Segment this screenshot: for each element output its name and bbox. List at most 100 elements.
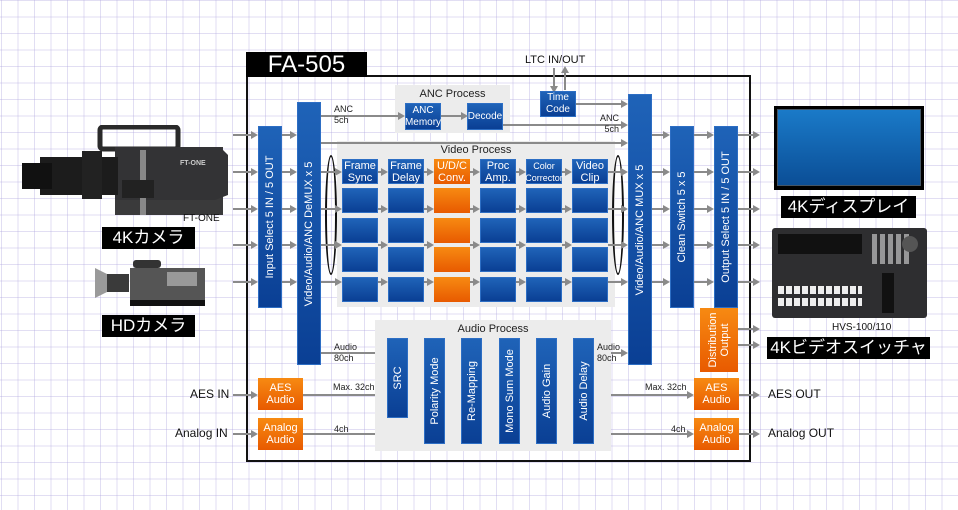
video-chain-line bbox=[424, 171, 428, 173]
anc-out-line bbox=[503, 124, 623, 126]
demux-to-video-line-arrow bbox=[335, 168, 342, 176]
input-line-arrow bbox=[251, 205, 258, 213]
mux-to-switch-line bbox=[652, 281, 664, 283]
hd-camera-icon bbox=[95, 260, 205, 308]
video-process-cell bbox=[526, 277, 562, 302]
output-line bbox=[738, 244, 754, 246]
video-process-cell bbox=[342, 218, 378, 243]
mux-to-switch-line bbox=[652, 208, 664, 210]
video-chain-line bbox=[378, 244, 382, 246]
video-process-cell bbox=[572, 277, 608, 302]
aes-audio-in-block: AES Audio bbox=[258, 378, 303, 410]
video-process-cell bbox=[388, 218, 424, 243]
video-process-cell bbox=[342, 247, 378, 272]
anc-pass-line bbox=[321, 142, 622, 144]
aes-ext-out-line bbox=[739, 394, 754, 396]
time-code-block: Time Code bbox=[540, 91, 576, 117]
video-process-header-0: Frame Sync bbox=[342, 159, 378, 184]
mux-block: Video/Audio/ANC MUX x 5 bbox=[628, 94, 652, 365]
output-select-block: Output Select 5 IN / 5 OUT bbox=[714, 126, 738, 308]
demux-to-video-line bbox=[321, 244, 336, 246]
4k-camera-icon: FT-ONE bbox=[20, 124, 230, 225]
video-chain-line bbox=[516, 244, 520, 246]
analog-in-line bbox=[303, 433, 418, 435]
video-chain-line bbox=[470, 281, 474, 283]
input-line bbox=[233, 171, 252, 173]
video-switcher-icon bbox=[772, 228, 927, 318]
video-to-mux-line bbox=[608, 281, 622, 283]
anc-out-arrow bbox=[621, 121, 628, 129]
video-chain-line-arrow bbox=[519, 205, 526, 213]
demux-block: Video/Audio/ANC DeMUX x 5 bbox=[297, 102, 321, 365]
audio-process-title: Audio Process bbox=[457, 323, 529, 335]
video-process-cell bbox=[342, 277, 378, 302]
device-frame bbox=[246, 75, 751, 462]
demux-label: Video/Audio/ANC DeMUX x 5 bbox=[303, 161, 315, 306]
output-line bbox=[738, 208, 754, 210]
audio-block-label: Audio Delay bbox=[577, 361, 590, 421]
video-chain-line bbox=[378, 171, 382, 173]
output-line bbox=[738, 134, 754, 136]
video-process-header-5: Video Clip bbox=[572, 159, 608, 184]
video-process-cell bbox=[572, 188, 608, 213]
output-line bbox=[738, 171, 754, 173]
mux-to-switch-line bbox=[652, 244, 664, 246]
input-to-demux-line-arrow bbox=[290, 168, 297, 176]
anc-process-title: ANC Process bbox=[419, 88, 486, 100]
video-chain-line-arrow bbox=[565, 205, 572, 213]
demux-to-video-line-arrow bbox=[335, 241, 342, 249]
distribution-out-line-1-arrow bbox=[753, 325, 760, 333]
anc-pass-line-arrow bbox=[621, 139, 628, 147]
distribution-out-line-2-arrow bbox=[753, 341, 760, 349]
4k-camera-model: FT-ONE bbox=[183, 213, 220, 224]
video-process-header-3: Proc Amp. bbox=[480, 159, 516, 184]
mux-to-switch-line bbox=[652, 171, 664, 173]
aes-in-line bbox=[303, 394, 382, 396]
video-to-mux-line-arrow bbox=[621, 168, 628, 176]
video-chain-line-arrow bbox=[565, 168, 572, 176]
input-line bbox=[233, 208, 252, 210]
input-line-arrow bbox=[251, 168, 258, 176]
anc-memory-block: ANC Memory bbox=[405, 103, 441, 130]
video-chain-line-arrow bbox=[473, 241, 480, 249]
video-process-cell bbox=[480, 247, 516, 272]
video-process-header-4: Color Corrector bbox=[525, 159, 563, 184]
switch-to-output-line-arrow bbox=[707, 205, 714, 213]
hd-camera-label: HDカメラ bbox=[102, 315, 195, 337]
audio-block-label: SRC bbox=[391, 366, 404, 390]
input-to-demux-line bbox=[282, 134, 291, 136]
aes-in-ch-label: Max. 32ch bbox=[333, 382, 375, 392]
analog-in-label: Analog IN bbox=[175, 426, 228, 440]
audio-block-label: Mono Sum Mode bbox=[503, 349, 516, 433]
output-line-arrow bbox=[753, 278, 760, 286]
video-chain-line bbox=[562, 281, 566, 283]
video-chain-line-arrow bbox=[427, 205, 434, 213]
anc-mid-arrow bbox=[461, 112, 468, 120]
video-chain-line bbox=[562, 208, 566, 210]
video-to-mux-line-arrow bbox=[621, 205, 628, 213]
analog-audio-in-block: Analog Audio bbox=[258, 418, 303, 450]
4k-camera-label: 4Kカメラ bbox=[102, 227, 195, 249]
switcher-label: 4Kビデオスイッチャ bbox=[767, 337, 930, 359]
video-chain-line bbox=[516, 208, 520, 210]
anc-in-arrow bbox=[398, 112, 405, 120]
audio-out-label: Audio 80ch bbox=[597, 342, 621, 363]
analog-ext-out-line bbox=[739, 433, 754, 435]
video-chain-line bbox=[424, 208, 428, 210]
input-to-demux-line-arrow bbox=[290, 131, 297, 139]
input-line bbox=[233, 134, 252, 136]
audio-block-src: SRC bbox=[387, 338, 408, 418]
video-process-cell bbox=[342, 188, 378, 213]
audio-in-label: Audio 80ch bbox=[334, 342, 358, 363]
switcher-model: HVS-100/110 bbox=[832, 322, 892, 333]
input-to-demux-line bbox=[282, 244, 291, 246]
analog-out-line-arrow bbox=[687, 430, 694, 438]
clean-switch-block: Clean Switch 5 x 5 bbox=[670, 126, 694, 308]
input-to-demux-line bbox=[282, 208, 291, 210]
distribution-out-line-2 bbox=[738, 344, 754, 346]
video-chain-line bbox=[470, 171, 474, 173]
timecode-to-mux-line bbox=[576, 103, 623, 105]
demux-to-video-line-arrow bbox=[335, 278, 342, 286]
video-chain-line-arrow bbox=[427, 168, 434, 176]
video-chain-line bbox=[470, 208, 474, 210]
